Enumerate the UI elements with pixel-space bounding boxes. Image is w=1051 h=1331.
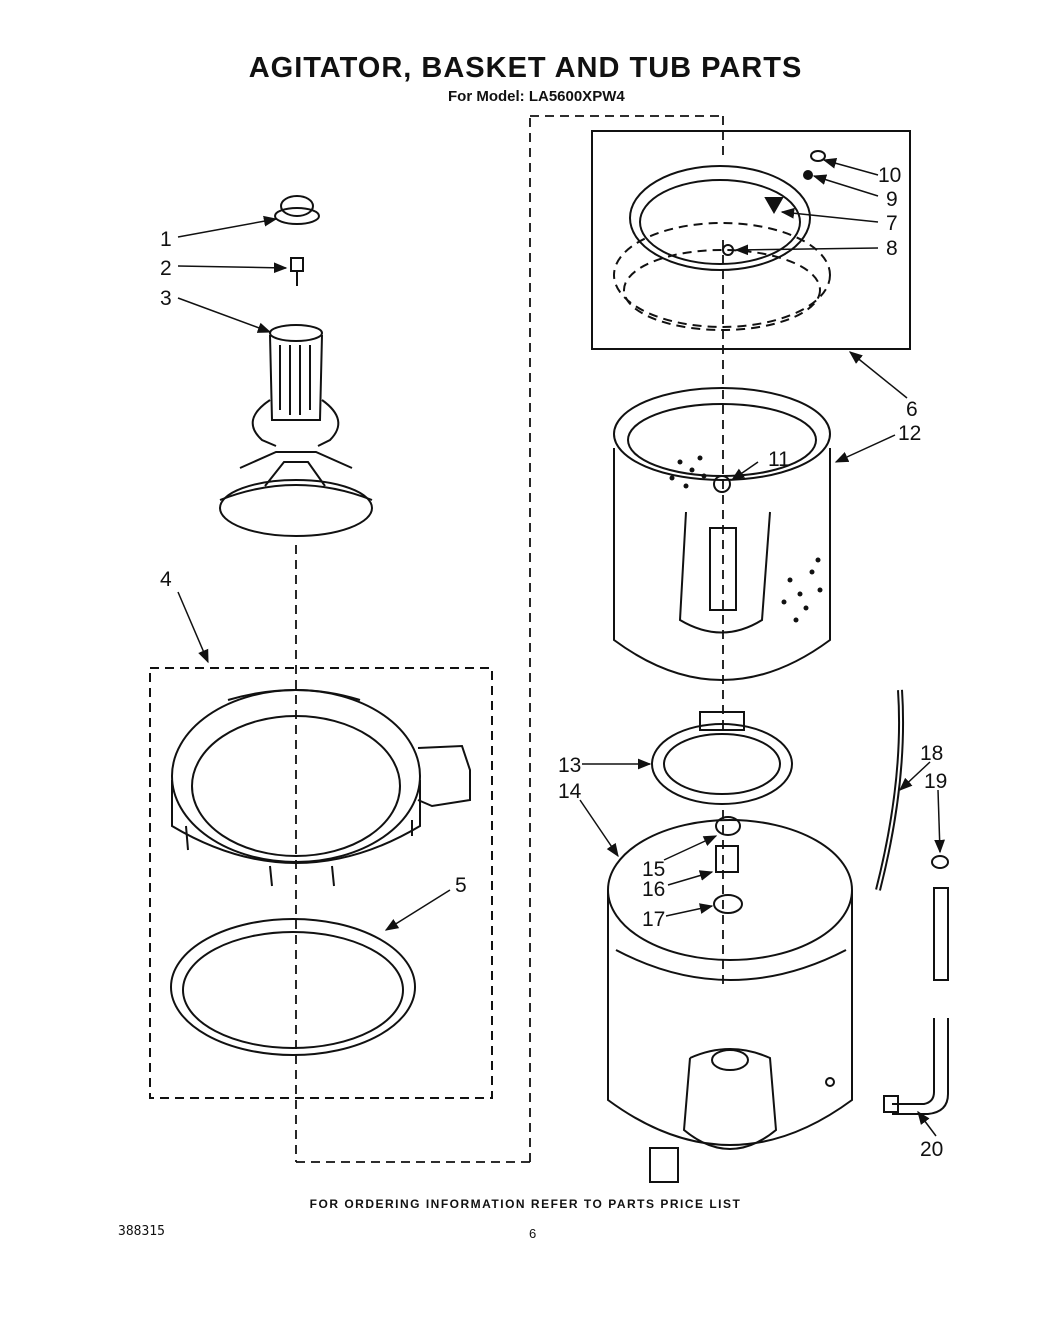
callout-20: 20	[920, 1138, 943, 1161]
dashed-guides	[295, 115, 724, 1163]
callout-6: 6	[906, 398, 918, 421]
callout-15: 15	[642, 858, 665, 881]
agitator	[219, 324, 373, 537]
callout-labels: 1 2 3 4 5 6 7 8 9 10 11 12 13 14 15 16 1…	[160, 164, 947, 1161]
callout-18: 18	[920, 742, 943, 765]
callout-14: 14	[558, 780, 582, 803]
callout-3: 3	[160, 287, 172, 310]
balance-ring-kit	[613, 150, 831, 331]
model-label: For Model: LA5600XPW4	[448, 88, 625, 105]
drive-hub	[651, 711, 793, 805]
callout-2: 2	[160, 257, 172, 280]
callout-13: 13	[558, 754, 581, 777]
basket	[613, 387, 831, 681]
callout-4: 4	[160, 568, 172, 591]
callout-12: 12	[898, 422, 921, 445]
callout-1: 1	[160, 228, 172, 251]
leader-arrows	[177, 158, 946, 1137]
tub-ring	[171, 689, 471, 887]
page-number: 6	[529, 1226, 537, 1241]
callout-17: 17	[642, 908, 665, 931]
agitator-cap	[274, 195, 320, 225]
callout-7: 7	[886, 212, 898, 235]
agitator-bolt	[290, 257, 304, 286]
page-title: AGITATOR, BASKET AND TUB PARTS	[248, 52, 803, 84]
callout-19: 19	[924, 770, 947, 793]
callout-9: 9	[886, 188, 898, 211]
seal-clamp-parts	[713, 816, 743, 914]
callout-16: 16	[642, 878, 665, 901]
callout-11: 11	[768, 448, 790, 471]
document-number: 388315	[118, 1224, 165, 1239]
kit-box-6	[591, 130, 911, 350]
callout-10: 10	[878, 164, 901, 187]
ordering-footer: FOR ORDERING INFORMATION REFER TO PARTS …	[309, 1197, 742, 1211]
seal-ring	[170, 918, 416, 1056]
basket-holes	[669, 455, 823, 623]
kit-box-4	[149, 667, 493, 1099]
callout-8: 8	[886, 237, 898, 260]
outer-tub	[607, 819, 853, 1183]
callout-5: 5	[455, 874, 467, 897]
